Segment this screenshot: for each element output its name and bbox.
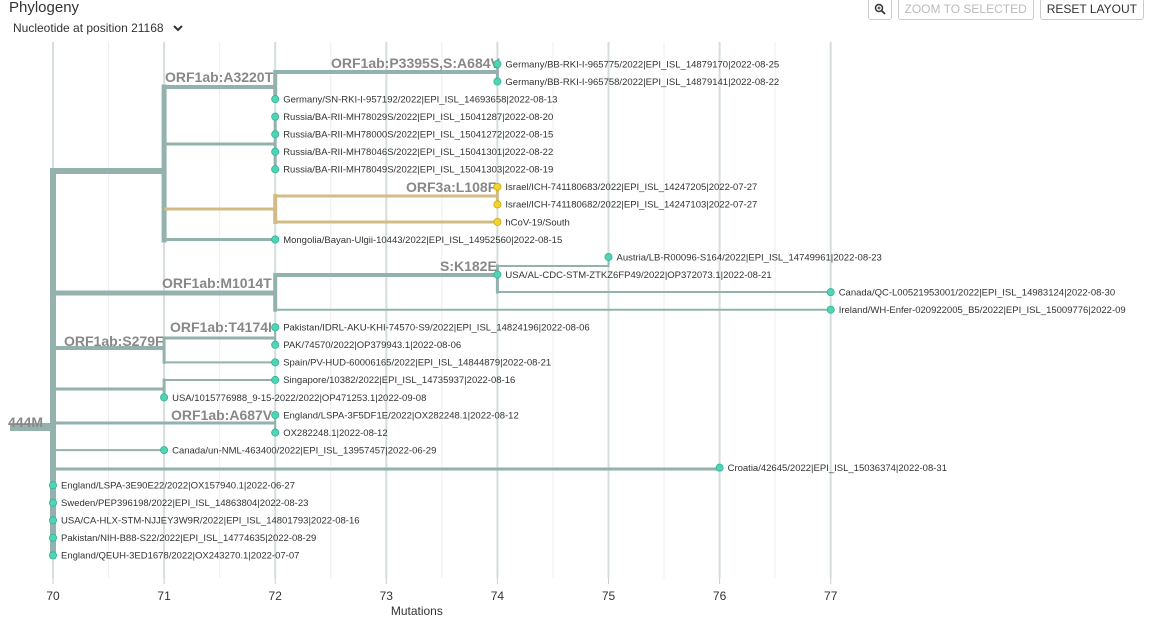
tip-node[interactable]	[271, 235, 280, 244]
tip-label: Russia/BA-RII-MH78049S/2022|EPI_ISL_1504…	[283, 165, 553, 176]
tip-node[interactable]	[493, 182, 502, 191]
axis-tick-label: 70	[46, 589, 60, 603]
tree-tips: Germany/BB-RKI-I-965775/2022|EPI_ISL_148…	[49, 59, 1126, 562]
tip-label: Russia/BA-RII-MH78000S/2022|EPI_ISL_1504…	[283, 130, 553, 141]
panel-title: Phylogeny	[9, 0, 80, 16]
mutation-label: ORF1ab:A687V	[171, 407, 273, 423]
tip-label: England/LSPA-3F5DF1E/2022|OX282248.1|202…	[283, 410, 519, 421]
tip-node[interactable]	[493, 60, 502, 69]
tip-label: Spain/PV-HUD-60006165/2022|EPI_ISL_14844…	[283, 358, 551, 369]
tip-label: Mongolia/Bayan-Ulgii-10443/2022|EPI_ISL_…	[283, 235, 562, 246]
magnifier-icon	[874, 3, 886, 15]
axis-tick-label: 72	[269, 589, 283, 603]
tip-label: Israel/ICH-741180682/2022|EPI_ISL_142471…	[505, 200, 757, 211]
tip-label: USA/CA-HLX-STM-NJJEY3W9R/2022|EPI_ISL_14…	[61, 516, 360, 527]
zoom-to-selected-button[interactable]: ZOOM TO SELECTED	[897, 0, 1034, 20]
chevron-down-icon	[172, 25, 183, 32]
reset-layout-button[interactable]: RESET LAYOUT	[1039, 0, 1144, 20]
tip-node[interactable]	[826, 305, 835, 314]
tip-node[interactable]	[604, 253, 613, 262]
tip-label: Pakistan/NIH-B88-S22/2022|EPI_ISL_147746…	[61, 533, 316, 544]
tip-label: Germany/BB-RKI-I-965775/2022|EPI_ISL_148…	[505, 59, 779, 70]
tip-node[interactable]	[271, 147, 280, 156]
tip-label: Russia/BA-RII-MH78029S/2022|EPI_ISL_1504…	[283, 112, 553, 123]
axis-tick-label: 71	[157, 589, 171, 603]
tree-branches	[10, 62, 831, 559]
axis-tick-label: 73	[380, 589, 394, 603]
tip-node[interactable]	[271, 410, 280, 419]
mutation-labels: 444M ORF1ab:A3220T ORF1ab:P3395S,S:A684V OR…	[8, 55, 501, 430]
tip-label: Ireland/WH-Enfer-020922005_B5/2022|EPI_I…	[839, 305, 1126, 316]
tip-label: Germany/SN-RKI-I-957192/2022|EPI_ISL_146…	[283, 94, 557, 105]
tip-label: Singapore/10382/2022|EPI_ISL_14735937|20…	[283, 375, 515, 386]
tip-node[interactable]	[49, 551, 58, 560]
zoom-button[interactable]	[867, 0, 892, 20]
color-by-dropdown[interactable]: Nucleotide at position 21168	[13, 21, 184, 35]
tip-label: Israel/ICH-741180683/2022|EPI_ISL_142472…	[505, 182, 757, 193]
tip-label: hCoV-19/South	[505, 217, 569, 228]
tip-node[interactable]	[271, 375, 280, 384]
tip-node[interactable]	[493, 77, 502, 86]
tip-node[interactable]	[160, 446, 169, 455]
tip-label: USA/1015776988_9-15-2022/2022|OP471253.1…	[172, 393, 426, 404]
tip-node[interactable]	[271, 112, 280, 121]
tip-node[interactable]	[715, 463, 724, 472]
tip-node[interactable]	[271, 323, 280, 332]
color-by-label: Nucleotide at position 21168	[13, 21, 164, 35]
mutation-label: ORF3a:L108F	[406, 179, 497, 195]
tip-label: Croatia/42645/2022|EPI_ISL_15036374|2022…	[728, 463, 947, 474]
tip-label: Canada/un-NML-463400/2022|EPI_ISL_139574…	[172, 445, 436, 456]
tip-node[interactable]	[826, 288, 835, 297]
tip-label: Austria/LB-R00096-S164/2022|EPI_ISL_1474…	[617, 252, 882, 263]
tip-node[interactable]	[49, 533, 58, 542]
axis-title: Mutations	[391, 604, 443, 617]
mutation-label: ORF1ab:T4174I	[170, 319, 272, 335]
tip-label: USA/AL-CDC-STM-ZTKZ6FP49/2022|OP372073.1…	[505, 270, 771, 281]
axis-tick-label: 74	[491, 589, 505, 603]
mutation-label: ORF1ab:P3395S,S:A684V	[331, 55, 501, 71]
tip-label: England/QEUH-3ED1678/2022|OX243270.1|202…	[61, 551, 299, 562]
mutation-label: 444M	[8, 414, 43, 430]
tip-node[interactable]	[271, 340, 280, 349]
mutation-label: S:K182E	[440, 258, 497, 274]
tip-label: OX282248.1|2022-08-12	[283, 428, 387, 439]
tip-label: Germany/BB-RKI-I-965758/2022|EPI_ISL_148…	[505, 77, 779, 88]
mutation-label: ORF1ab:A3220T	[165, 69, 274, 85]
tip-node[interactable]	[271, 165, 280, 174]
tip-node[interactable]	[49, 481, 58, 490]
axis-tick-label: 75	[602, 589, 616, 603]
tip-node[interactable]	[493, 270, 502, 279]
tip-node[interactable]	[160, 393, 169, 402]
tip-node[interactable]	[271, 428, 280, 437]
tip-node[interactable]	[271, 358, 280, 367]
tip-node[interactable]	[493, 217, 502, 226]
tip-label: Canada/QC-L00521953001/2022|EPI_ISL_1498…	[839, 287, 1115, 298]
mutation-label: ORF1ab:S279F	[64, 333, 164, 349]
axis-tick-label: 76	[713, 589, 727, 603]
tip-node[interactable]	[271, 95, 280, 104]
axis-tick-label: 77	[824, 589, 838, 603]
tip-label: PAK/74570/2022|OP379943.1|2022-08-06	[283, 340, 461, 351]
tip-node[interactable]	[49, 516, 58, 525]
mutation-label: ORF1ab:M1014T	[162, 275, 272, 291]
tip-label: England/LSPA-3E90E22/2022|OX157940.1|202…	[61, 481, 295, 492]
tree-toolbar: ZOOM TO SELECTED RESET LAYOUT	[867, 0, 1144, 20]
tip-node[interactable]	[271, 130, 280, 139]
tip-label: Pakistan/IDRL-AKU-KHI-74570-S9/2022|EPI_…	[283, 323, 590, 334]
tip-label: Sweden/PEP396198/2022|EPI_ISL_14863804|2…	[61, 498, 308, 509]
tip-label: Russia/BA-RII-MH78046S/2022|EPI_ISL_1504…	[283, 147, 553, 158]
tip-node[interactable]	[493, 200, 502, 209]
tip-node[interactable]	[49, 498, 58, 507]
